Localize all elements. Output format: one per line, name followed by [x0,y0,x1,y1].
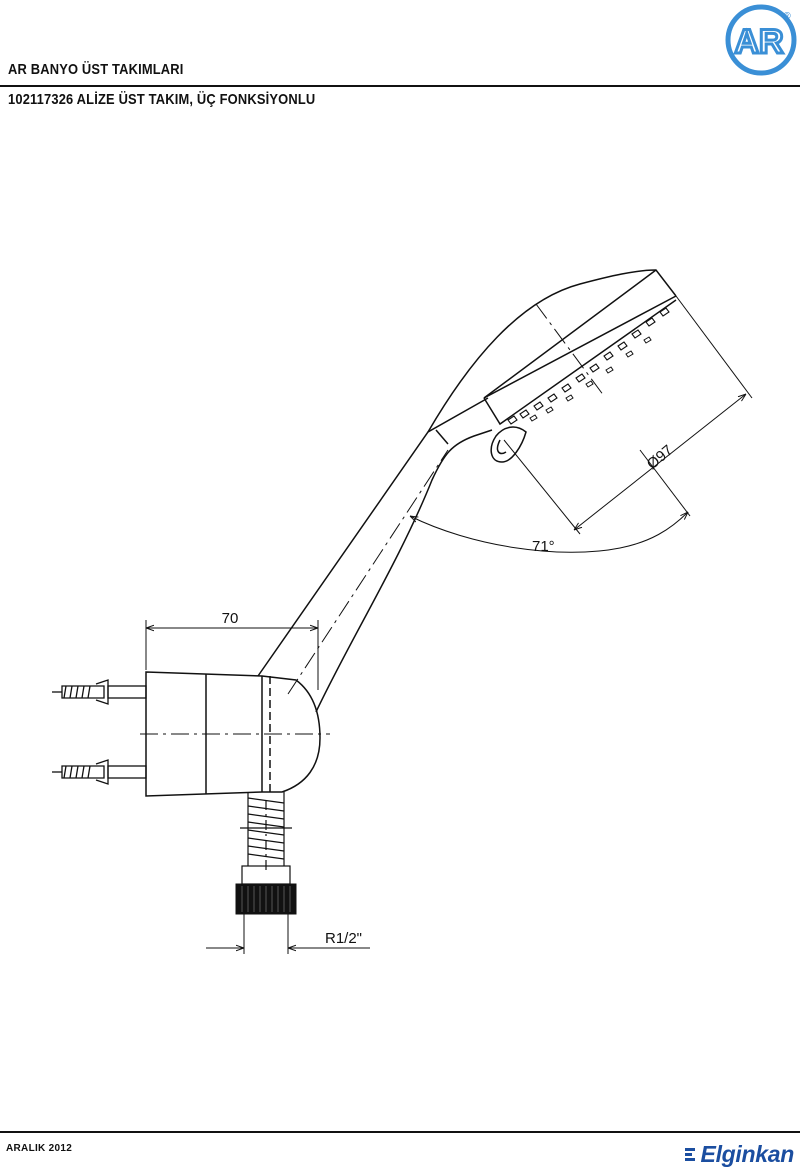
thread-dimension-label: R1/2" [325,930,362,947]
wall-screw-bottom [52,759,147,785]
shower-hose [240,792,292,885]
wall-screw-top [52,679,147,705]
thread-dimension [206,914,370,954]
angle-dimension [410,449,691,553]
page-title: AR BANYO ÜST TAKIMLARI [8,61,184,78]
product-subtitle: 102117326 ALİZE ÜST TAKIM, ÜÇ FONKSİYONL… [8,91,316,108]
hose-nut [235,883,297,915]
brand-name: Elginkan [700,1141,795,1167]
width-dimension-label: 70 [222,610,239,627]
angle-dimension-label: 71° [532,538,555,555]
diameter-dimension [503,295,753,535]
hand-shower-handle [257,397,493,713]
logo-text: AR [734,23,783,61]
header-divider [0,85,800,87]
footer-divider [0,1131,800,1133]
logo-ring [725,4,797,76]
ar-logo: AR ® [725,4,797,76]
wall-bracket [140,671,330,797]
diameter-dimension-label: Ø97 [644,442,677,473]
elginkan-brand: Elginkan [684,1141,795,1168]
shower-head [427,269,677,463]
width-dimension [145,620,319,690]
logo-registered-mark: ® [783,11,791,22]
footer-date: ARALIK 2012 [6,1143,73,1154]
elginkan-mark-icon [684,1148,695,1161]
